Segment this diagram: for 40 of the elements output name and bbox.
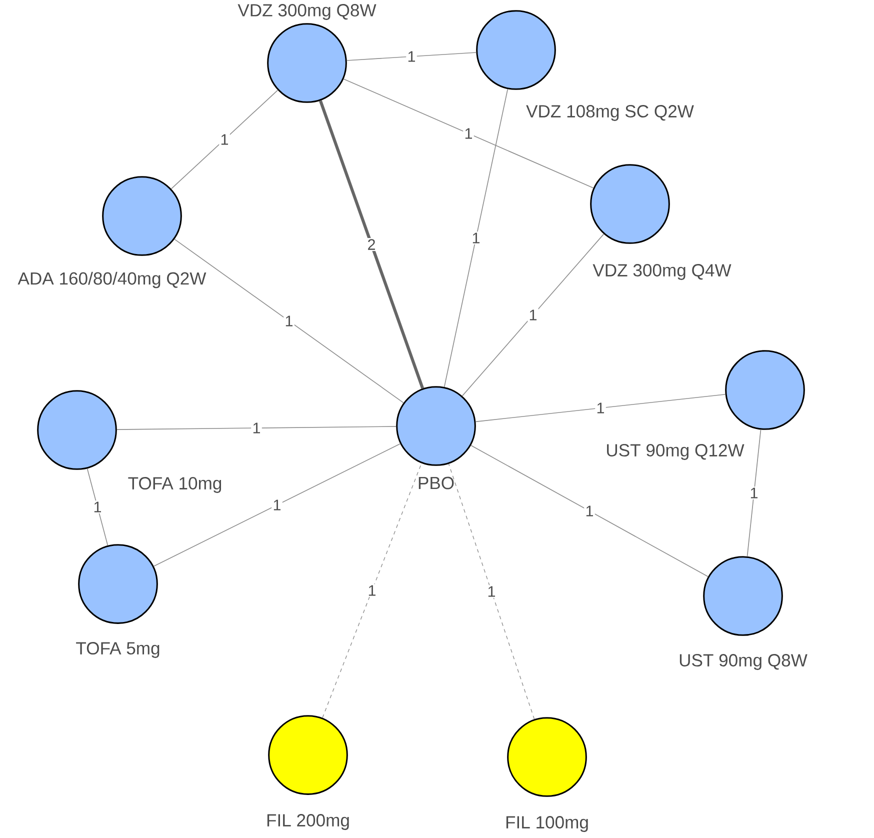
- edge-label: 1: [528, 308, 538, 322]
- node-label: FIL 100mg: [506, 816, 588, 832]
- node-label: TOFA 5mg: [76, 642, 160, 658]
- edge-label: 1: [92, 500, 103, 514]
- node-label: PBO: [418, 476, 454, 490]
- edge-label: 2: [366, 238, 377, 251]
- node-label: VDZ 300mg Q4W: [592, 264, 732, 280]
- edge-label: 1: [486, 585, 497, 598]
- edge-line: [462, 234, 604, 396]
- edge-label: 1: [284, 314, 294, 328]
- node-label: VDZ 108mg SC Q2W: [526, 105, 694, 121]
- node-label: ADA 160/80/40mg Q2W: [18, 272, 206, 288]
- edge-line: [170, 90, 278, 190]
- edge-line: [448, 464, 535, 720]
- edge-line: [346, 52, 477, 61]
- edge-label: 1: [219, 133, 230, 146]
- edge-label: 1: [272, 498, 282, 512]
- edge-label: 1: [406, 50, 417, 63]
- edge-line: [343, 78, 594, 188]
- edge-line: [322, 462, 422, 718]
- edge-label: 1: [366, 584, 378, 597]
- node-label: VDZ 300mg Q8W: [238, 4, 376, 20]
- edge-line: [318, 100, 424, 389]
- node-label: UST 90mg Q12W: [607, 444, 744, 460]
- edge-label: 1: [463, 127, 474, 140]
- node-label: FIL 200mg: [267, 814, 349, 830]
- edge-label: 1: [748, 486, 760, 500]
- edge-line: [746, 429, 762, 557]
- edge-line: [470, 444, 708, 578]
- node-label: UST 90mg Q8W: [680, 654, 808, 670]
- edge-line: [174, 238, 404, 404]
- edge-line: [475, 394, 726, 422]
- edge-line: [444, 88, 508, 388]
- edge-line: [116, 426, 396, 430]
- edge-label: 1: [584, 504, 595, 518]
- edge-label: 1: [470, 232, 482, 244]
- edge-line: [153, 443, 401, 567]
- edge-label: 1: [595, 402, 606, 414]
- edge-label: 1: [251, 422, 262, 434]
- node-label: TOFA 10mg: [128, 477, 222, 493]
